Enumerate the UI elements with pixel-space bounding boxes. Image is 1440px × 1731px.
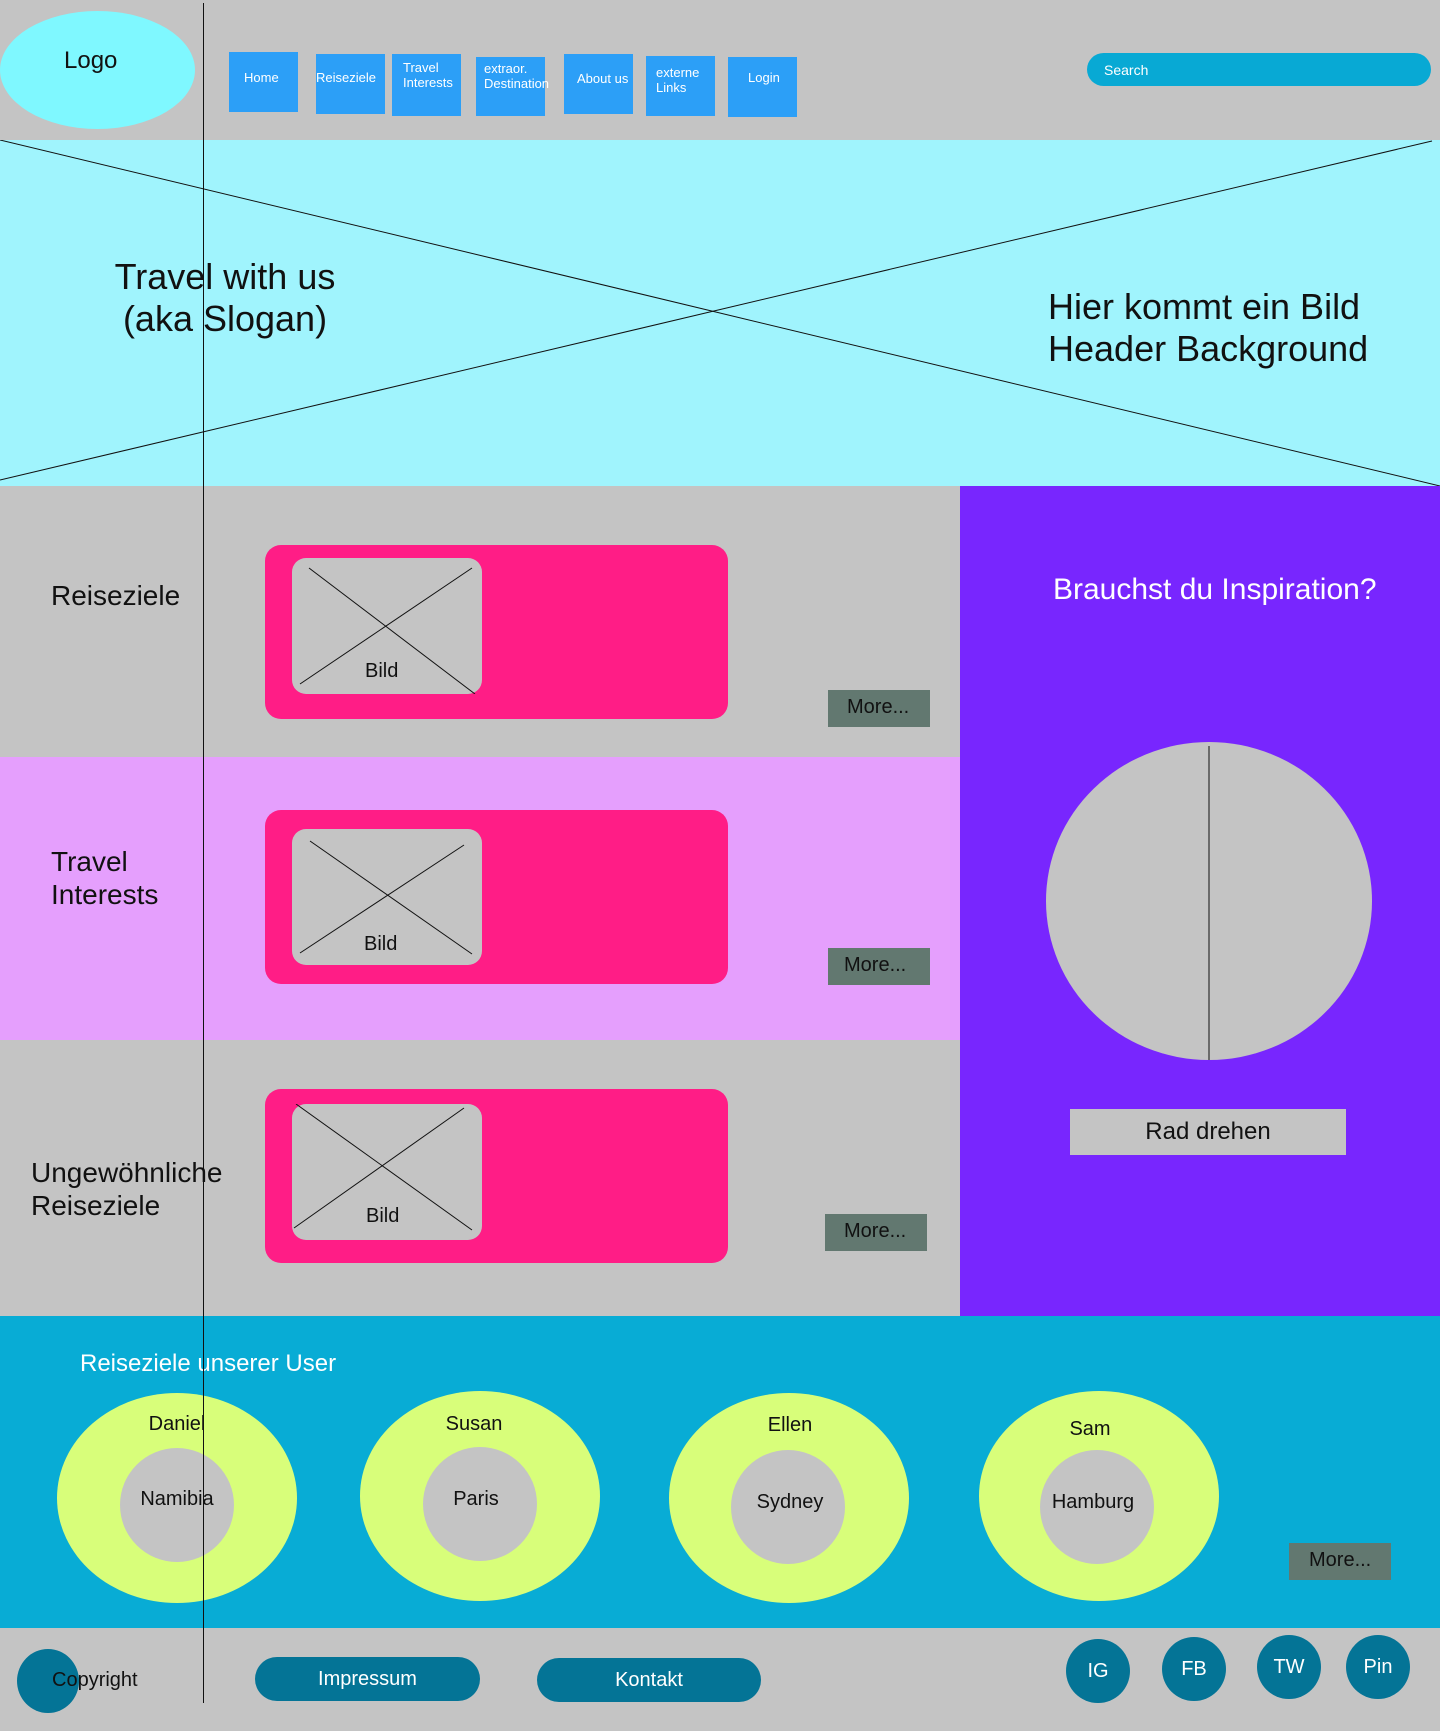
pinterest-icon[interactable]: Pin <box>1346 1635 1410 1699</box>
impressum-link[interactable]: Impressum <box>255 1657 480 1701</box>
copyright-text: Copyright <box>52 1669 138 1691</box>
image-label: Bild <box>364 933 398 955</box>
image-placeholder <box>292 829 482 965</box>
image-placeholder-cross <box>293 1104 473 1231</box>
facebook-icon[interactable]: FB <box>1162 1637 1226 1701</box>
kontakt-link[interactable]: Kontakt <box>537 1658 761 1702</box>
more-button[interactable]: More... <box>825 1214 927 1251</box>
image-placeholder-cross <box>299 567 476 694</box>
user-name: Sam <box>1069 1418 1111 1440</box>
hero-image-placeholder <box>0 140 1440 486</box>
search-input[interactable]: Search <box>1087 53 1431 86</box>
destination-circle <box>731 1450 845 1564</box>
wheel-divider <box>1208 746 1210 1060</box>
nav-about-us[interactable]: About us <box>564 54 633 114</box>
spin-wheel[interactable] <box>1046 742 1372 1060</box>
inspiration-title: Brauchst du Inspiration? <box>1053 573 1377 606</box>
nav-travel-interests[interactable]: Travel Interests <box>392 54 461 116</box>
more-button[interactable]: More... <box>1289 1543 1391 1580</box>
nav-home[interactable]: Home <box>229 52 298 112</box>
hero-slogan: Travel with us (aka Slogan) <box>114 256 336 339</box>
hero-note: Hier kommt ein Bild Header Background <box>1048 286 1369 369</box>
hero-placeholder-cross <box>0 140 1440 486</box>
destination-circle <box>1040 1450 1154 1564</box>
user-destinations-title: Reiseziele unserer User <box>80 1350 337 1377</box>
user-destination: Sydney <box>756 1491 824 1513</box>
image-label: Bild <box>365 660 399 682</box>
instagram-icon[interactable]: IG <box>1066 1639 1130 1703</box>
more-button[interactable]: More... <box>828 690 930 727</box>
more-button[interactable]: More... <box>828 948 930 985</box>
section-label: Ungewöhnliche Reiseziele <box>31 1157 223 1221</box>
copyright-circle <box>17 1649 79 1713</box>
user-destination: Namibia <box>140 1488 214 1510</box>
twitter-icon[interactable]: TW <box>1257 1635 1321 1699</box>
user-name: Ellen <box>767 1414 813 1436</box>
user-name: Susan <box>445 1413 503 1435</box>
nav-reiseziele[interactable]: Reiseziele <box>316 54 385 114</box>
section-label: Reiseziele <box>51 580 181 611</box>
user-destination: Hamburg <box>1051 1491 1135 1513</box>
image-label: Bild <box>366 1205 400 1227</box>
nav-externe-links[interactable]: externe Links <box>646 56 715 116</box>
user-name: Daniel <box>148 1413 206 1435</box>
layout-guide-line <box>203 3 204 1703</box>
section-label: Travel Interests <box>51 846 159 910</box>
nav-login[interactable]: Login <box>728 57 797 117</box>
user-destination: Paris <box>453 1488 499 1510</box>
image-placeholder <box>292 1104 482 1240</box>
image-placeholder <box>292 558 482 694</box>
image-placeholder-cross <box>299 840 473 955</box>
spin-wheel-button[interactable]: Rad drehen <box>1070 1109 1346 1155</box>
nav-extraordinary-destination[interactable]: extraor. Destination <box>476 57 549 116</box>
logo[interactable]: Logo <box>0 11 195 129</box>
destination-circle <box>120 1448 234 1562</box>
destination-circle <box>423 1447 537 1561</box>
